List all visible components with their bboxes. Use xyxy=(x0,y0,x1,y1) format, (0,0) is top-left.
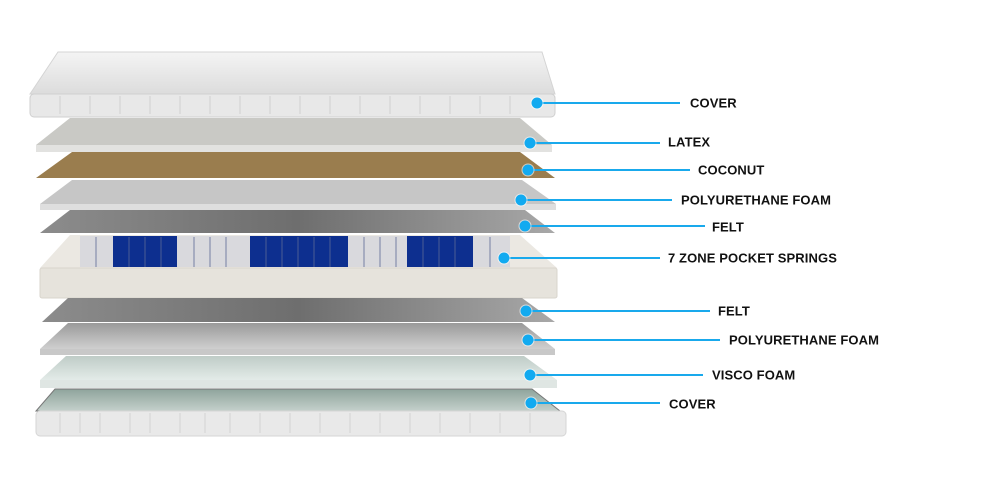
label-polyurethane-foam-top: POLYURETHANE FOAM xyxy=(681,192,832,208)
layer-felt-top xyxy=(40,210,555,233)
label-felt-top: FELT xyxy=(712,219,744,235)
label-latex: LATEX xyxy=(668,134,711,150)
layer-latex xyxy=(36,118,552,152)
leader-line xyxy=(528,339,720,341)
leader-line xyxy=(528,169,690,171)
callout-dot xyxy=(515,194,527,206)
layer-cover-top xyxy=(29,51,556,118)
layer-visco-foam xyxy=(40,356,557,388)
label-visco-foam: VISCO FOAM xyxy=(712,367,796,383)
callout-dot xyxy=(524,369,536,381)
leader-line xyxy=(531,402,660,404)
layer-polyurethane-foam-top xyxy=(40,180,556,210)
layer-pocket-springs xyxy=(39,235,558,299)
callout-dot xyxy=(531,97,543,109)
leader-line xyxy=(530,142,660,144)
label-coconut: COCONUT xyxy=(698,162,765,178)
leader-line xyxy=(521,199,672,201)
leader-line xyxy=(526,310,710,312)
callout-dot xyxy=(525,397,537,409)
label-pocket-springs: 7 ZONE POCKET SPRINGS xyxy=(668,250,837,266)
callout-dot xyxy=(520,305,532,317)
leader-line xyxy=(530,374,703,376)
label-cover-bottom: COVER xyxy=(669,396,716,412)
callout-dot xyxy=(498,252,510,264)
layer-coconut xyxy=(36,152,555,178)
callout-dot xyxy=(524,137,536,149)
layer-felt-bottom xyxy=(42,298,555,322)
leader-line xyxy=(537,102,680,104)
callout-dot xyxy=(519,220,531,232)
leader-line xyxy=(525,225,705,227)
layer-polyurethane-foam-bottom xyxy=(40,323,555,355)
callout-dot xyxy=(522,334,534,346)
leader-line xyxy=(504,257,660,259)
label-cover-top: COVER xyxy=(690,95,737,111)
label-polyurethane-foam-bottom: POLYURETHANE FOAM xyxy=(729,332,880,348)
layer-cover-bottom xyxy=(34,388,567,437)
callout-dot xyxy=(522,164,534,176)
label-felt-bottom: FELT xyxy=(718,303,750,319)
